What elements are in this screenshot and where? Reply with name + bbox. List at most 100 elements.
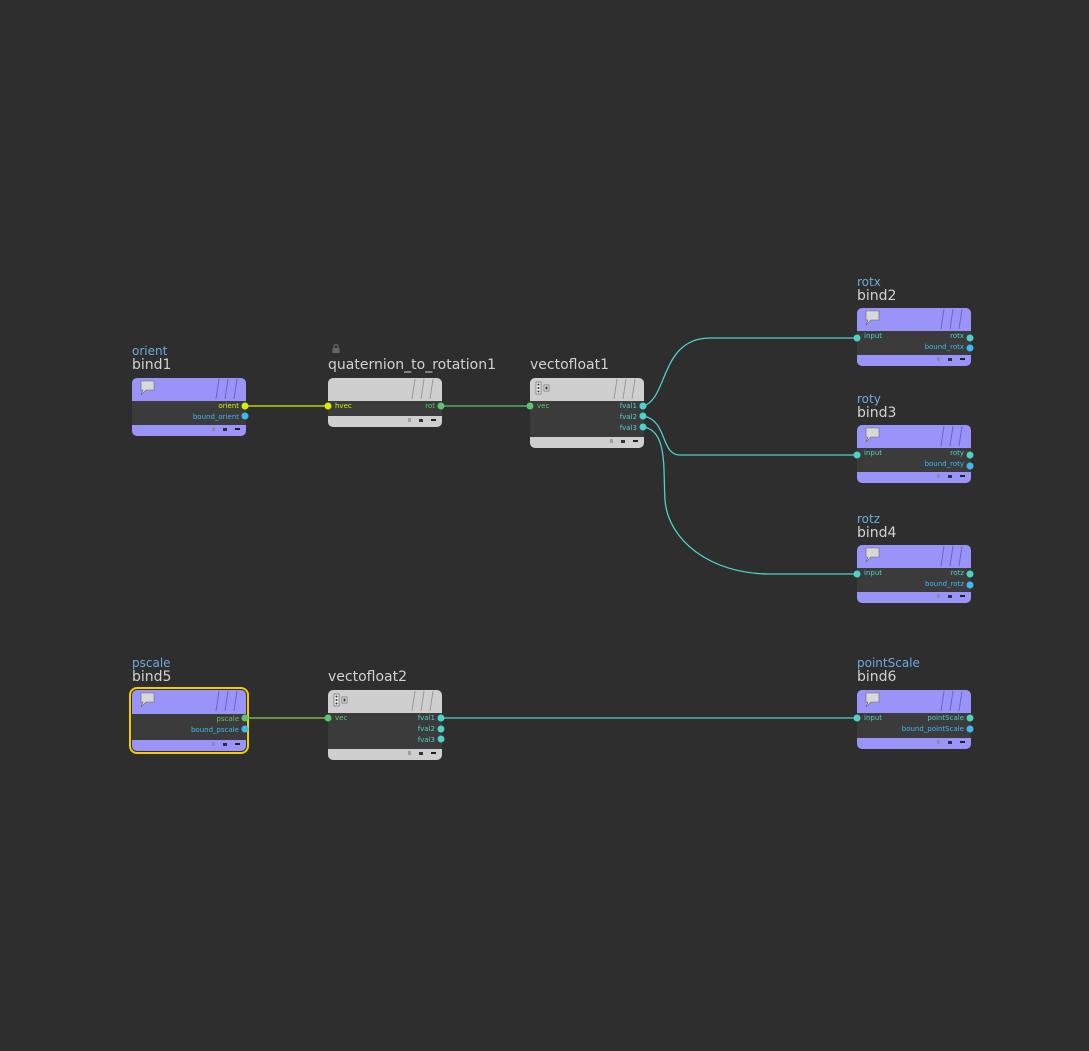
port-label: bound_orient: [192, 413, 239, 421]
node-label: pscale: [132, 656, 171, 670]
node-name[interactable]: bind2: [857, 288, 897, 304]
input-port-rotz[interactable]: [853, 570, 861, 578]
collapse-icon[interactable]: [235, 743, 240, 745]
display-flag-icon[interactable]: [948, 357, 952, 361]
collapse-icon[interactable]: [431, 752, 436, 754]
input-port-roty[interactable]: [853, 451, 861, 459]
collapse-icon[interactable]: [235, 428, 240, 430]
output-port-roty[interactable]: [966, 451, 974, 459]
node-name[interactable]: vectofloat2: [328, 669, 408, 685]
comment-icon[interactable]: [139, 380, 155, 396]
port-label: pointScale: [927, 714, 964, 722]
output-port-bound-roty[interactable]: [966, 462, 974, 470]
output-port-orient[interactable]: [241, 402, 249, 410]
bypass-flag-icon[interactable]: [408, 418, 411, 422]
output-port-bound-orient[interactable]: [241, 412, 249, 420]
hatch-decoration: [940, 691, 963, 711]
comment-icon[interactable]: [864, 427, 880, 443]
display-flag-icon[interactable]: [223, 427, 227, 431]
comment-icon[interactable]: [864, 310, 880, 326]
bypass-flag-icon[interactable]: [937, 594, 940, 598]
node-name[interactable]: bind3: [857, 405, 897, 421]
output-port-fval1-2[interactable]: [437, 714, 445, 722]
input-port-pointscale[interactable]: [853, 714, 861, 722]
port-label: bound_pscale: [190, 726, 239, 734]
bypass-flag-icon[interactable]: [937, 474, 940, 478]
node-name[interactable]: bind1: [132, 357, 172, 373]
node-label: orient: [132, 344, 168, 358]
wire-fval1-to-bind2[interactable]: [642, 337, 857, 407]
collapse-icon[interactable]: [960, 741, 965, 743]
port-label: vec: [537, 402, 550, 410]
port-label: fval1: [619, 402, 637, 410]
comment-icon[interactable]: [864, 692, 880, 708]
display-flag-icon[interactable]: [223, 742, 227, 746]
port-label: bound_pointScale: [901, 725, 964, 733]
output-port-bound-rotx[interactable]: [966, 344, 974, 352]
output-port-rot[interactable]: [437, 402, 445, 410]
display-flag-icon[interactable]: [419, 418, 423, 422]
wire-fval2-to-bind3[interactable]: [642, 415, 857, 456]
collapse-icon[interactable]: [960, 475, 965, 477]
port-label: pscale: [216, 715, 239, 723]
port-label: rotz: [950, 569, 964, 577]
hatch-decoration: [940, 309, 963, 329]
bypass-flag-icon[interactable]: [937, 740, 940, 744]
output-port-fval3-2[interactable]: [437, 735, 445, 743]
port-label: roty: [950, 449, 964, 457]
port-label: fval2: [417, 725, 435, 733]
port-label: bound_roty: [924, 460, 964, 468]
input-port-rotx[interactable]: [853, 334, 861, 342]
node-name[interactable]: bind4: [857, 525, 897, 541]
wire-fval3-to-bind4[interactable]: [642, 426, 857, 575]
collapse-icon[interactable]: [633, 440, 638, 442]
bypass-flag-icon[interactable]: [212, 427, 215, 431]
output-port-fval2[interactable]: [639, 412, 647, 420]
output-port-bound-pointscale[interactable]: [966, 725, 974, 733]
lock-icon: [332, 344, 340, 353]
vector-split-icon: [535, 381, 550, 395]
port-label: input: [864, 714, 883, 722]
output-port-bound-rotz[interactable]: [966, 581, 974, 589]
bypass-flag-icon[interactable]: [408, 751, 411, 755]
port-label: hvec: [335, 402, 352, 410]
node-name[interactable]: quaternion_to_rotation1: [328, 357, 497, 373]
input-port-vec[interactable]: [526, 402, 534, 410]
output-port-pointscale[interactable]: [966, 714, 974, 722]
output-port-pscale[interactable]: [241, 714, 249, 722]
node-name[interactable]: bind5: [132, 669, 172, 685]
node-label: rotx: [857, 275, 881, 289]
bypass-flag-icon[interactable]: [212, 742, 215, 746]
collapse-icon[interactable]: [431, 419, 436, 421]
node-name[interactable]: vectofloat1: [530, 357, 610, 373]
display-flag-icon[interactable]: [948, 740, 952, 744]
bypass-flag-icon[interactable]: [610, 439, 613, 443]
output-port-bound-pscale[interactable]: [241, 725, 249, 733]
comment-icon[interactable]: [864, 547, 880, 563]
port-label: fval3: [417, 736, 435, 744]
display-flag-icon[interactable]: [621, 439, 625, 443]
input-port-hvec[interactable]: [324, 402, 332, 410]
port-label: bound_rotx: [924, 343, 964, 351]
node-label: rotz: [857, 512, 881, 526]
collapse-icon[interactable]: [960, 358, 965, 360]
display-flag-icon[interactable]: [419, 751, 423, 755]
hatch-decoration: [215, 379, 238, 399]
port-label: orient: [218, 402, 239, 410]
collapse-icon[interactable]: [960, 595, 965, 597]
output-port-fval2-2[interactable]: [437, 725, 445, 733]
output-port-rotz[interactable]: [966, 570, 974, 578]
output-port-fval3[interactable]: [639, 423, 647, 431]
selection-highlight: pscale bound_pscale: [129, 687, 249, 754]
output-port-rotx[interactable]: [966, 334, 974, 342]
display-flag-icon[interactable]: [948, 594, 952, 598]
node-name[interactable]: bind6: [857, 669, 897, 685]
comment-icon[interactable]: [139, 692, 155, 708]
input-port-vec2[interactable]: [324, 714, 332, 722]
node-label: pointScale: [857, 656, 920, 670]
hatch-decoration: [411, 691, 434, 711]
bypass-flag-icon[interactable]: [937, 357, 940, 361]
display-flag-icon[interactable]: [948, 474, 952, 478]
output-port-fval1[interactable]: [639, 402, 647, 410]
